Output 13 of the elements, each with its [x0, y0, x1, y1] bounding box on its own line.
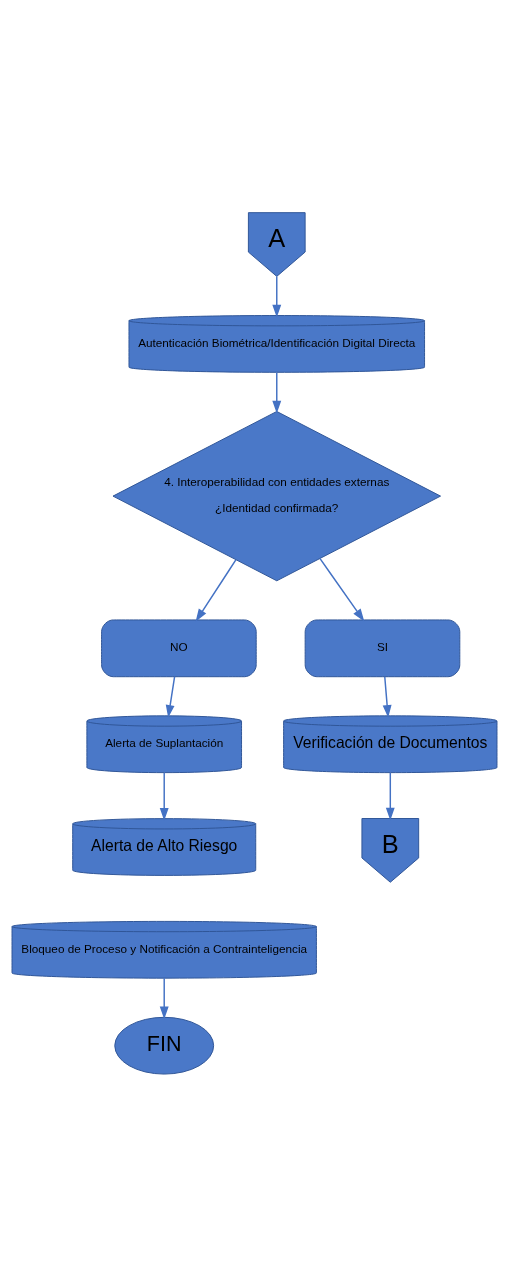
arrow [165, 675, 176, 718]
node-box: NO [101, 618, 257, 677]
arrow [195, 558, 237, 622]
node-diamond: 4. Interoperabilidad con entidades externas ¿Identidad confirmada? [112, 410, 442, 581]
arrow [159, 771, 169, 821]
node-box: SI [304, 618, 461, 677]
node-ellipse: FIN [114, 1016, 215, 1075]
arrow [382, 675, 392, 718]
arrow [272, 275, 282, 318]
arrow [319, 557, 365, 622]
arrow [385, 771, 395, 820]
arrow [272, 371, 282, 413]
arrow [159, 976, 169, 1019]
